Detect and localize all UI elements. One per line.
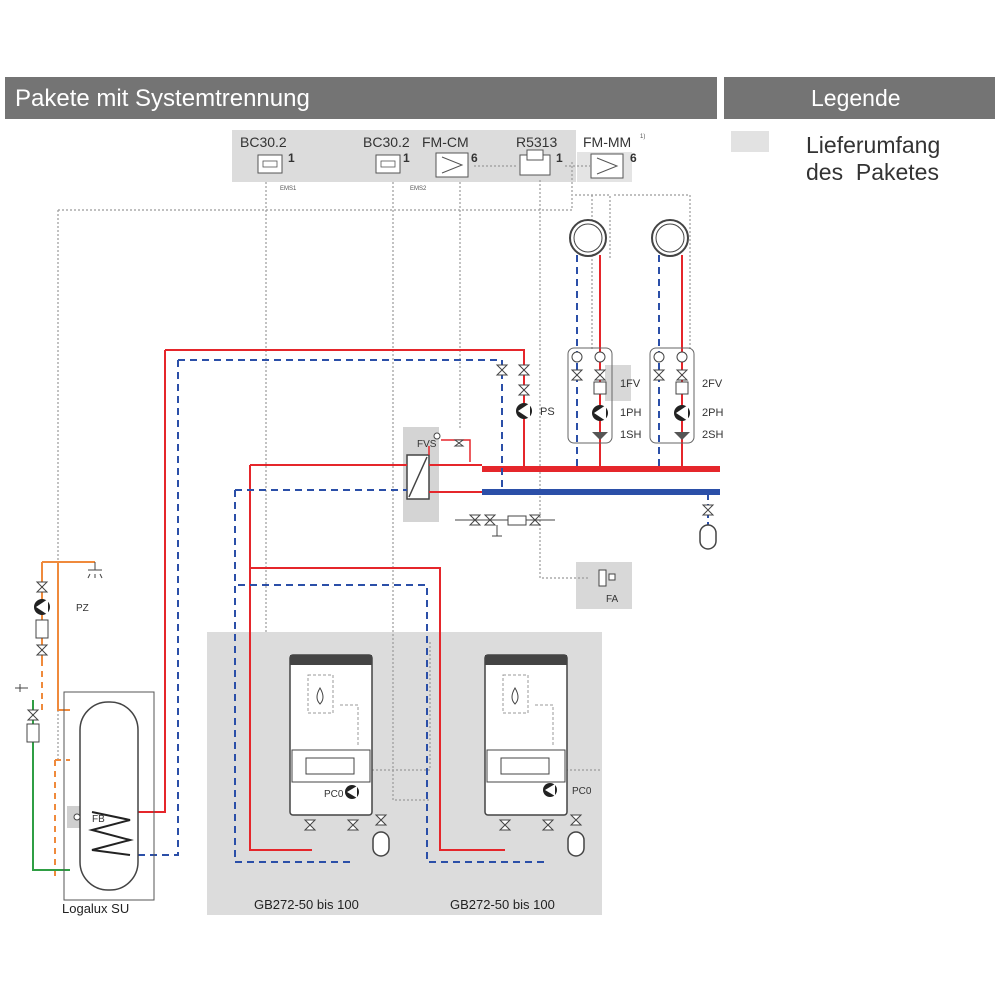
2ph-label: 2PH [702,407,723,419]
pc0-label-2: PC0 [572,786,592,797]
fm-mm-module [590,153,624,179]
bc30-controller-1 [257,154,283,174]
bc30-label-1: BC30.2 [240,134,287,150]
storage-heating-coil-lines [138,350,179,856]
fm-cm-number: 6 [471,151,478,165]
1fv-package-area [605,365,631,401]
return-manifold [482,489,720,495]
pz-pump [34,581,50,656]
filling-valve-group [455,514,555,537]
bc30-label-2: BC30.2 [363,134,410,150]
cold-water-inlet-group [15,684,40,743]
controller-package-area [232,130,576,182]
fm-cm-label: FM-CM [422,134,469,150]
1sh-label: 1SH [620,429,641,441]
fvs-label: FVS [417,439,437,450]
legend-item-line1: Lieferumfang [806,132,941,158]
storage-tank-label: Logalux SU [62,901,129,916]
legend-item-line2: des Paketes [806,159,939,185]
fb-label: FB [92,814,105,825]
r5313-number: 1 [556,151,563,165]
1fv-label: 1FV [620,378,641,390]
fm-cm-module [435,152,469,178]
bc30-number-1: 1 [288,151,295,165]
fm-mm-superscript: 1) [640,134,645,140]
primary-lines [234,464,548,863]
ps-circuit [165,349,532,489]
supply-manifold [482,466,720,472]
gb272-boiler-1 [289,654,390,857]
bc30-controller-2 [375,154,401,174]
pc0-label-1: PC0 [324,789,344,800]
1ph-label: 1PH [620,407,641,419]
consumer-circle-2 [651,219,689,257]
heating-circuit-1 [567,255,613,470]
page-title: Pakete mit Systemtrennung [15,85,310,112]
ems2-label: EMS2 [410,186,427,192]
gb272-boiler-2 [484,654,585,857]
ems1-label: EMS1 [280,186,297,192]
boiler-label-2: GB272-50 bis 100 [450,897,555,912]
boiler-label-1: GB272-50 bis 100 [254,897,359,912]
r5313-label: R5313 [516,134,557,150]
2fv-label: 2FV [702,378,723,390]
control-wiring [57,162,691,801]
pz-label: PZ [76,603,89,614]
expansion-vessel-1 [699,495,717,550]
ps-label: PS [540,406,555,418]
2sh-label: 2SH [702,429,723,441]
fa-outdoor-sensor [598,569,616,587]
fm-mm-number: 6 [630,151,637,165]
legend-swatch [731,131,769,152]
heating-circuit-2 [649,255,695,470]
consumer-circle-1 [569,219,607,257]
header-bar: Pakete mit Systemtrennung Legende [5,77,995,119]
header-divider [717,77,724,119]
r5313-controller [519,149,551,176]
logalux-storage-tank [63,691,155,901]
tap-outlet-icon [87,562,103,579]
fa-label: FA [606,594,619,605]
fm-mm-label: FM-MM [583,134,631,150]
legend-title: Legende [811,85,901,111]
legend-item-label: Lieferumfang des Paketes [806,132,986,186]
fvs-heat-exchanger [406,432,482,500]
bc30-number-2: 1 [403,151,410,165]
